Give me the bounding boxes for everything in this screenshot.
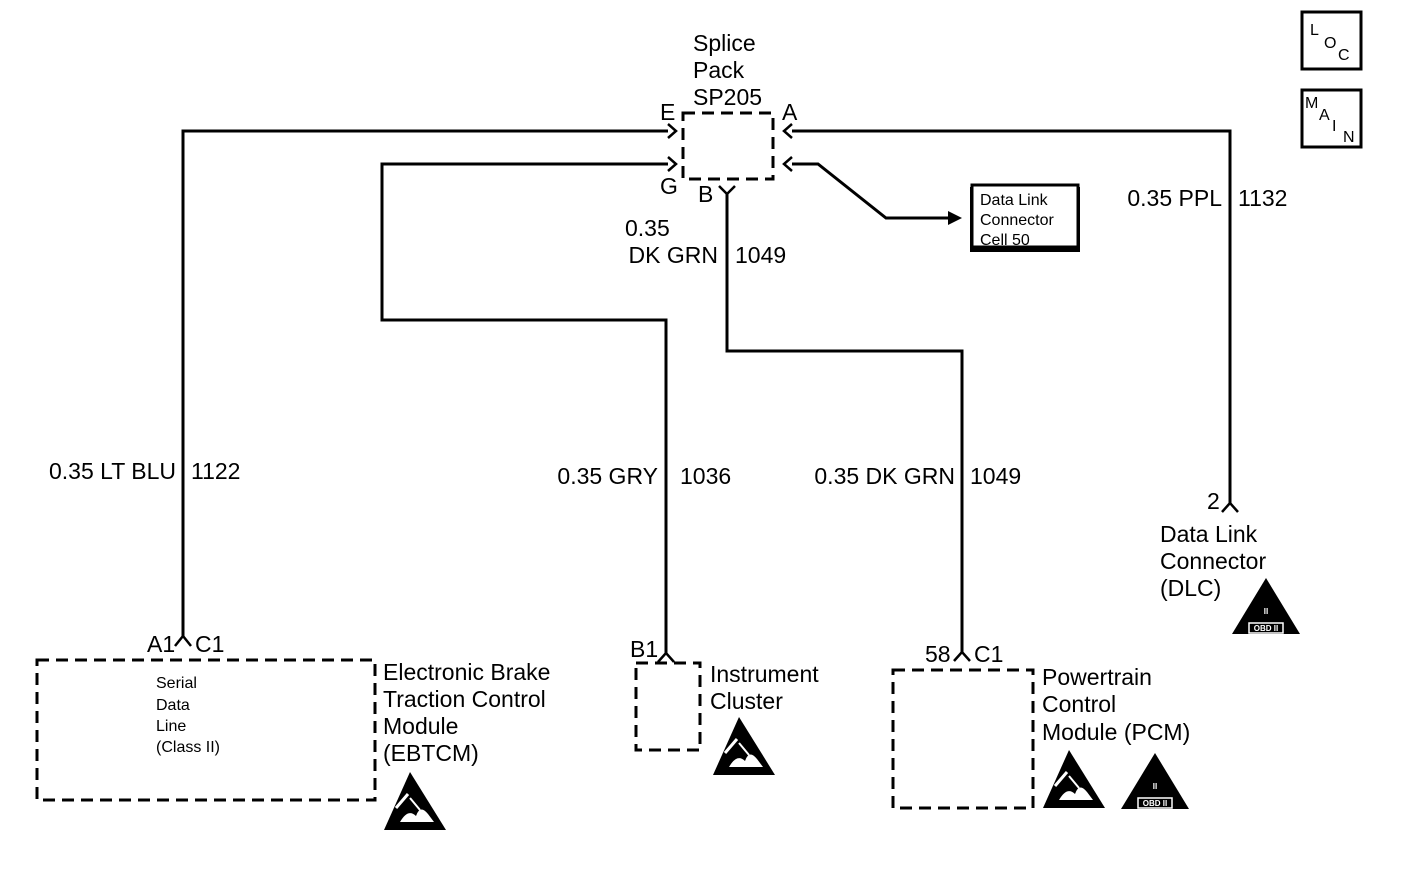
svg-text:OBD II: OBD II — [1254, 624, 1278, 633]
svg-text:1122: 1122 — [191, 458, 240, 484]
obd-ii-icon: II OBD II — [1231, 577, 1301, 635]
ebtcm-title: Module — [383, 713, 458, 739]
ebtcm-pin: A1 — [147, 631, 175, 657]
ebtcm-title: Electronic Brake — [383, 659, 550, 685]
dlc-cell-reference[interactable]: Data Link Connector Cell 50 — [970, 183, 1080, 252]
main-letter: N — [1343, 129, 1355, 146]
powertrain-control-module: 58 C1 Powertrain Control Module (PCM) II… — [891, 641, 1190, 810]
svg-text:II: II — [1153, 782, 1157, 791]
ebtcm-module: A1 C1 Serial Data Line (Class II) Electr… — [35, 631, 550, 832]
svg-text:1049: 1049 — [735, 242, 786, 268]
svg-text:0.35 DK GRN: 0.35 DK GRN — [814, 463, 955, 489]
dlc-label: (DLC) — [1160, 575, 1221, 601]
ipc-title: Instrument — [710, 661, 819, 687]
svg-text:0.35 PPL: 0.35 PPL — [1127, 185, 1222, 211]
main-letter: M — [1305, 95, 1318, 112]
dlc-pin: 2 — [1207, 488, 1220, 514]
main-letter: A — [1319, 107, 1330, 124]
dlc-ref-label: Connector — [980, 212, 1054, 229]
loc-letter: C — [1338, 47, 1350, 64]
pcm-title: Powertrain — [1042, 664, 1152, 690]
ebtcm-inner-label: (Class II) — [156, 739, 220, 756]
svg-text:0.35 GRY: 0.35 GRY — [557, 463, 658, 489]
splice-title: Pack — [693, 57, 745, 83]
pcm-title: Module (PCM) — [1042, 719, 1190, 745]
splice-pack: Splice Pack SP205 E A G B — [660, 30, 798, 207]
svg-text:OBD II: OBD II — [1143, 799, 1167, 808]
ebtcm-inner-label: Serial — [156, 675, 197, 692]
wire-label-dkgrn-top: 0.35 DK GRN 1049 — [625, 215, 786, 268]
wire-label-ppl-1132: 0.35 PPL 1132 — [1127, 185, 1287, 211]
instrument-cluster: B1 Instrument Cluster — [630, 636, 819, 777]
splice-pin-a: A — [782, 99, 798, 125]
wire-label-ltblu-1122: 0.35 LT BLU 1122 — [49, 458, 240, 484]
loc-button[interactable]: L O C — [1300, 10, 1363, 71]
svg-text:0.35: 0.35 — [625, 215, 670, 241]
esd-icon — [711, 715, 777, 777]
dlc-ref-label: Cell 50 — [980, 232, 1030, 249]
loc-letter: O — [1324, 35, 1336, 52]
wire-ppl-1132 — [792, 129, 1232, 503]
dlc-label: Data Link — [1160, 521, 1258, 547]
splice-pin-e: E — [660, 99, 675, 125]
wire-gry-1036 — [380, 162, 668, 653]
splice-id: SP205 — [693, 84, 762, 110]
main-letter: I — [1332, 118, 1336, 135]
svg-text:DK GRN: DK GRN — [629, 242, 718, 268]
wire-to-dlc-ref — [792, 162, 962, 225]
svg-text:0.35 LT BLU: 0.35 LT BLU — [49, 458, 176, 484]
svg-text:1132: 1132 — [1238, 185, 1287, 211]
wire-label-gry-1036: 0.35 GRY 1036 — [557, 463, 731, 489]
wire-label-dkgrn-bottom: 0.35 DK GRN 1049 — [814, 463, 1021, 489]
pcm-title: Control — [1042, 691, 1116, 717]
obd-ii-icon: II OBD II — [1120, 752, 1190, 810]
ebtcm-connector: C1 — [195, 631, 224, 657]
pcm-connector: C1 — [974, 641, 1003, 667]
ipc-pin: B1 — [630, 636, 658, 662]
wire-ltblu-1122 — [181, 129, 668, 636]
splice-pin-b: B — [698, 181, 713, 207]
esd-icon — [1041, 748, 1107, 810]
ebtcm-inner-label: Line — [156, 718, 186, 735]
loc-letter: L — [1310, 22, 1319, 39]
esd-icon — [382, 770, 448, 832]
main-button[interactable]: M A I N — [1300, 88, 1363, 149]
splice-pin-g: G — [660, 173, 678, 199]
dlc-ref-label: Data Link — [980, 192, 1049, 209]
dlc-label: Connector — [1160, 548, 1266, 574]
splice-title: Splice — [693, 30, 756, 56]
ebtcm-title: (EBTCM) — [383, 740, 479, 766]
ebtcm-title: Traction Control — [383, 686, 546, 712]
svg-text:1036: 1036 — [680, 463, 731, 489]
pcm-pin: 58 — [925, 641, 951, 667]
wire-dkgrn-1049 — [725, 194, 964, 652]
svg-text:II: II — [1264, 607, 1268, 616]
data-link-connector: 2 Data Link Connector (DLC) II OBD II — [1160, 488, 1301, 635]
ipc-title: Cluster — [710, 688, 783, 714]
ebtcm-inner-label: Data — [156, 697, 190, 714]
svg-text:1049: 1049 — [970, 463, 1021, 489]
